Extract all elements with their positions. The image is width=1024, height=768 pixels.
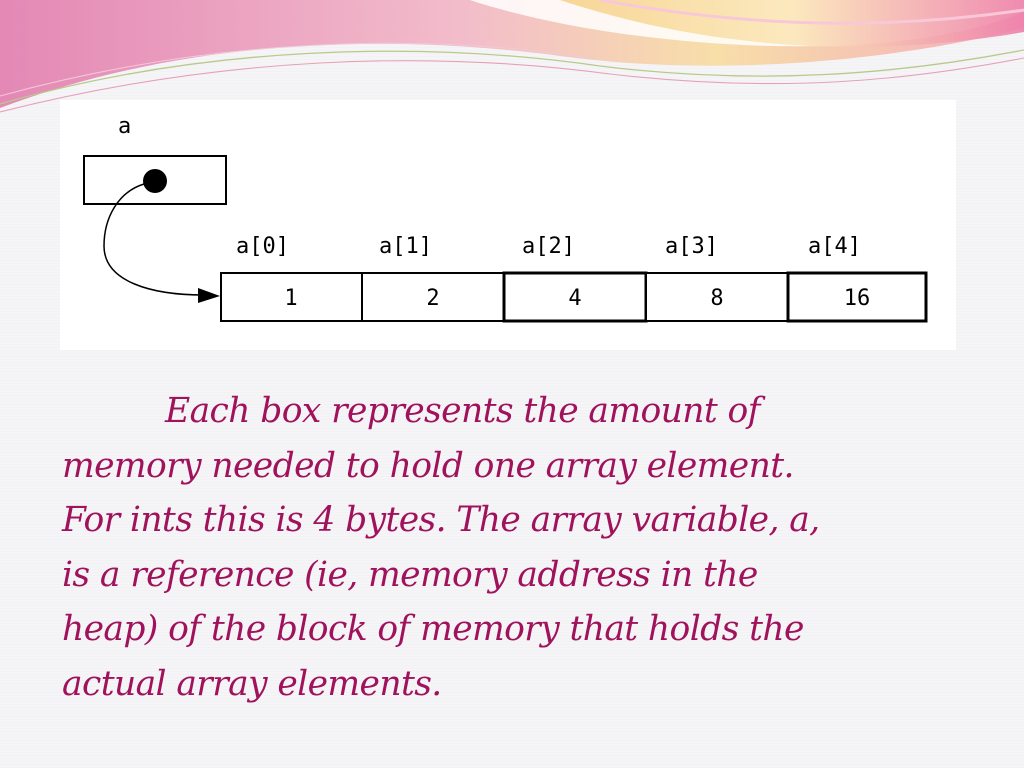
caption-line-2: memory needed to hold one array element. [62,445,794,486]
array-value-4: 16 [844,286,871,311]
decorative-wave-header [0,0,1024,113]
array-cell-3 [645,272,789,322]
caption-line-4: is a reference (ie, memory address in th… [62,554,758,595]
index-label-0: a[0] [236,234,289,259]
array-value-2: 4 [568,286,581,311]
reference-arrow [103,183,205,296]
array-diagram-svg: a a[0] a[1] a[2] a[3] a[4] 1 2 4 8 16 [83,114,928,323]
reference-box [83,155,227,205]
arrow-head [198,288,220,303]
array-cell-4 [786,271,928,323]
index-label-4: a[4] [808,234,861,259]
caption-line-6: actual array elements. [62,663,442,704]
array-cell-1 [361,272,505,322]
index-label-2: a[2] [522,234,575,259]
index-label-1: a[1] [379,234,432,259]
array-value-3: 8 [710,286,723,311]
array-value-0: 1 [284,286,297,311]
caption-paragraph: Each box represents the amount of memory… [62,384,942,711]
reference-dot [143,169,167,193]
variable-label: a [118,114,131,139]
caption-line-1: Each box represents the amount of [165,391,760,431]
array-value-1: 2 [426,286,439,311]
caption-line-5: heap) of the block of memory that holds … [62,609,804,649]
array-diagram: a a[0] a[1] a[2] a[3] a[4] 1 2 4 8 16 [60,100,956,350]
caption-line-3: For ints this is 4 bytes. The array vari… [62,500,820,540]
index-label-3: a[3] [665,234,718,259]
